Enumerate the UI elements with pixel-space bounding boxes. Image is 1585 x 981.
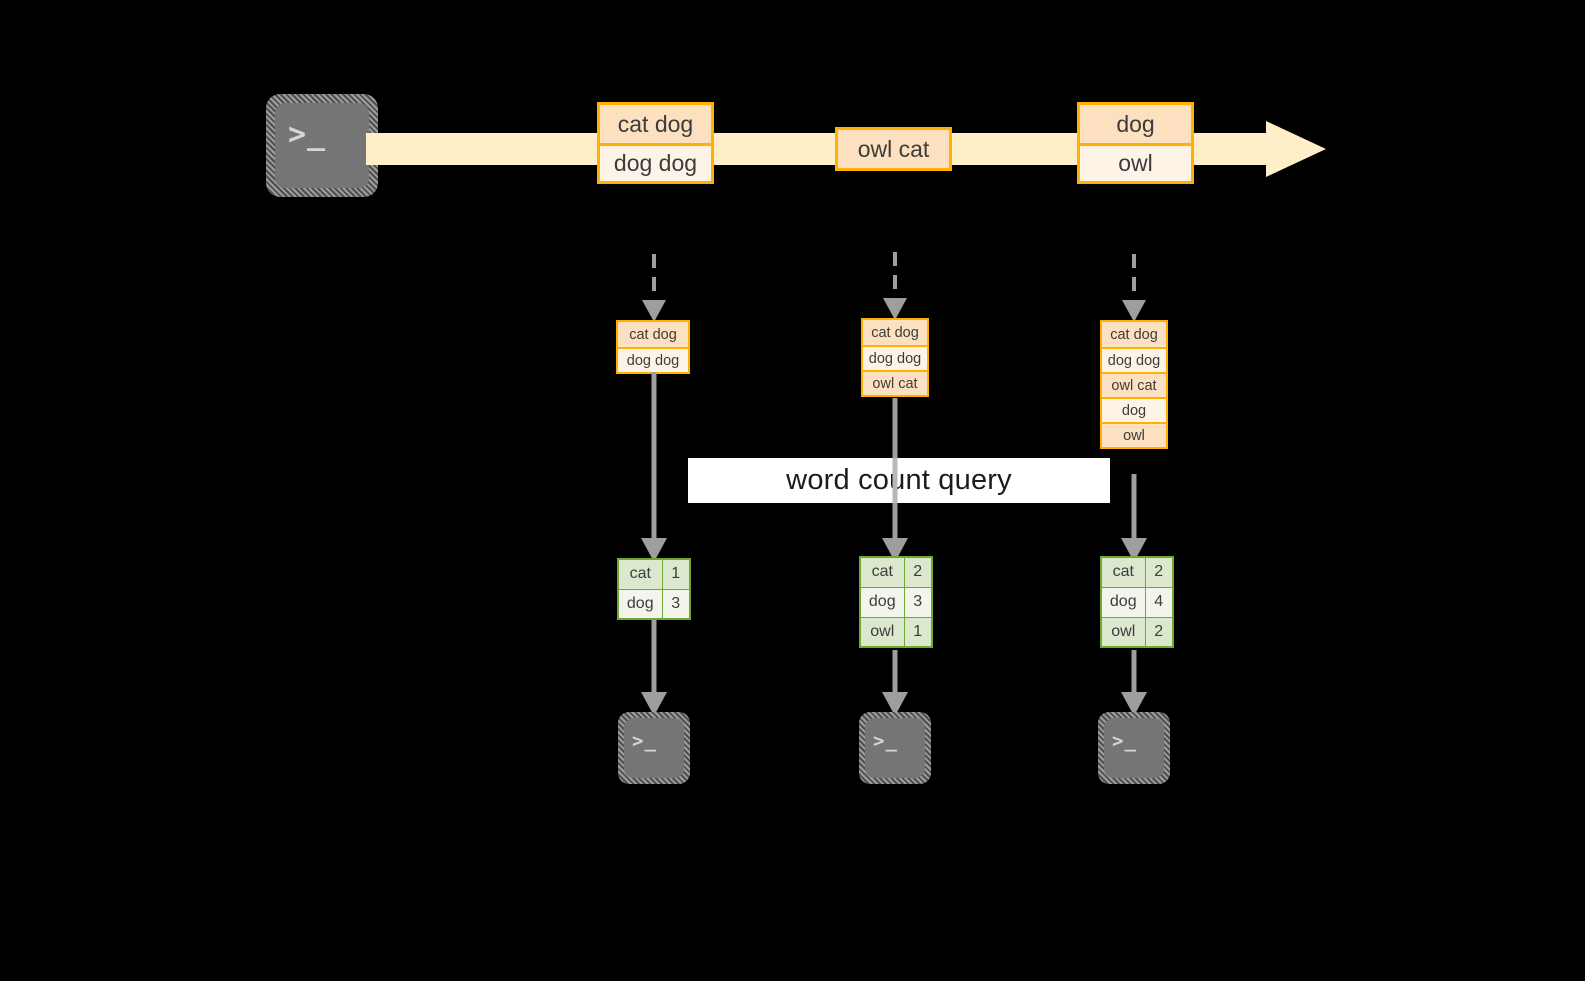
result-table[interactable]: cat 2 dog 4 owl 2 bbox=[1100, 556, 1174, 648]
result-word: dog bbox=[617, 588, 663, 620]
record-line: owl cat bbox=[1102, 372, 1166, 397]
record-line: dog bbox=[1080, 105, 1191, 143]
dashed-arrow-to-state-2 bbox=[883, 252, 907, 320]
record-line: cat dog bbox=[618, 322, 688, 347]
result-count: 3 bbox=[661, 588, 691, 620]
record-line: dog dog bbox=[600, 143, 711, 181]
record-line: owl bbox=[1102, 422, 1166, 447]
terminal-prompt-icon: >_ bbox=[1112, 730, 1137, 752]
result-count: 2 bbox=[1144, 556, 1174, 588]
record-line: owl cat bbox=[838, 130, 949, 168]
record-line: owl bbox=[1080, 143, 1191, 181]
result-word: cat bbox=[1100, 556, 1146, 588]
state-record-stack[interactable]: cat dog dog dog owl cat bbox=[861, 318, 929, 397]
state-record-stack[interactable]: cat dog dog dog owl cat dog owl bbox=[1100, 320, 1168, 449]
result-word: dog bbox=[859, 586, 905, 618]
terminal-body bbox=[865, 718, 925, 778]
record-line: cat dog bbox=[600, 105, 711, 143]
query-label-band: word count query bbox=[688, 458, 1110, 503]
result-word: cat bbox=[859, 556, 905, 588]
terminal-sink[interactable]: >_ bbox=[618, 712, 690, 784]
result-word: owl bbox=[1100, 616, 1146, 648]
table-row: cat 2 bbox=[1100, 556, 1174, 588]
result-count: 1 bbox=[903, 616, 933, 648]
record-line: dog dog bbox=[1102, 347, 1166, 372]
result-word: cat bbox=[617, 558, 663, 590]
table-row: cat 1 bbox=[617, 558, 691, 590]
result-word: owl bbox=[859, 616, 905, 648]
arrow-state-3-to-result-3 bbox=[1121, 474, 1147, 562]
arrow-result-3-to-sink-3 bbox=[1121, 650, 1147, 716]
terminal-body bbox=[624, 718, 684, 778]
result-count: 2 bbox=[1144, 616, 1174, 648]
query-label: word count query bbox=[786, 464, 1012, 496]
dashed-arrow-to-state-1 bbox=[642, 254, 666, 322]
table-row: cat 2 bbox=[859, 556, 933, 588]
result-count: 4 bbox=[1144, 586, 1174, 618]
result-count: 3 bbox=[903, 586, 933, 618]
table-row: dog 4 bbox=[1100, 586, 1174, 618]
record-line: owl cat bbox=[863, 370, 927, 395]
terminal-sink[interactable]: >_ bbox=[859, 712, 931, 784]
terminal-prompt-icon: >_ bbox=[632, 730, 657, 752]
stream-record-group[interactable]: cat dog dog dog bbox=[597, 102, 714, 184]
arrow-result-1-to-sink-1 bbox=[641, 620, 667, 716]
dashed-arrow-to-state-3 bbox=[1122, 254, 1146, 322]
stream-record-group[interactable]: dog owl bbox=[1077, 102, 1194, 184]
terminal-prompt-icon: >_ bbox=[873, 730, 898, 752]
record-line: dog dog bbox=[863, 345, 927, 370]
table-row: owl 1 bbox=[859, 616, 933, 648]
table-row: owl 2 bbox=[1100, 616, 1174, 648]
stream-record-group[interactable]: owl cat bbox=[835, 127, 952, 171]
arrow-state-2-overlay-segment bbox=[892, 458, 898, 503]
terminal-body bbox=[1104, 718, 1164, 778]
terminal-sink[interactable]: >_ bbox=[1098, 712, 1170, 784]
record-line: cat dog bbox=[1102, 322, 1166, 347]
terminal-body bbox=[275, 103, 369, 188]
arrow-state-1-to-result-1 bbox=[641, 372, 667, 562]
arrow-result-2-to-sink-2 bbox=[882, 650, 908, 716]
record-line: cat dog bbox=[863, 320, 927, 345]
terminal-source[interactable]: >_ bbox=[266, 94, 378, 197]
terminal-prompt-icon: >_ bbox=[288, 117, 327, 152]
table-row: dog 3 bbox=[859, 586, 933, 618]
result-word: dog bbox=[1100, 586, 1146, 618]
result-count: 1 bbox=[661, 558, 691, 590]
state-record-stack[interactable]: cat dog dog dog bbox=[616, 320, 690, 374]
table-row: dog 3 bbox=[617, 588, 691, 620]
result-count: 2 bbox=[903, 556, 933, 588]
record-line: dog dog bbox=[618, 347, 688, 372]
record-line: dog bbox=[1102, 397, 1166, 422]
result-table[interactable]: cat 2 dog 3 owl 1 bbox=[859, 556, 933, 648]
result-table[interactable]: cat 1 dog 3 bbox=[617, 558, 691, 620]
